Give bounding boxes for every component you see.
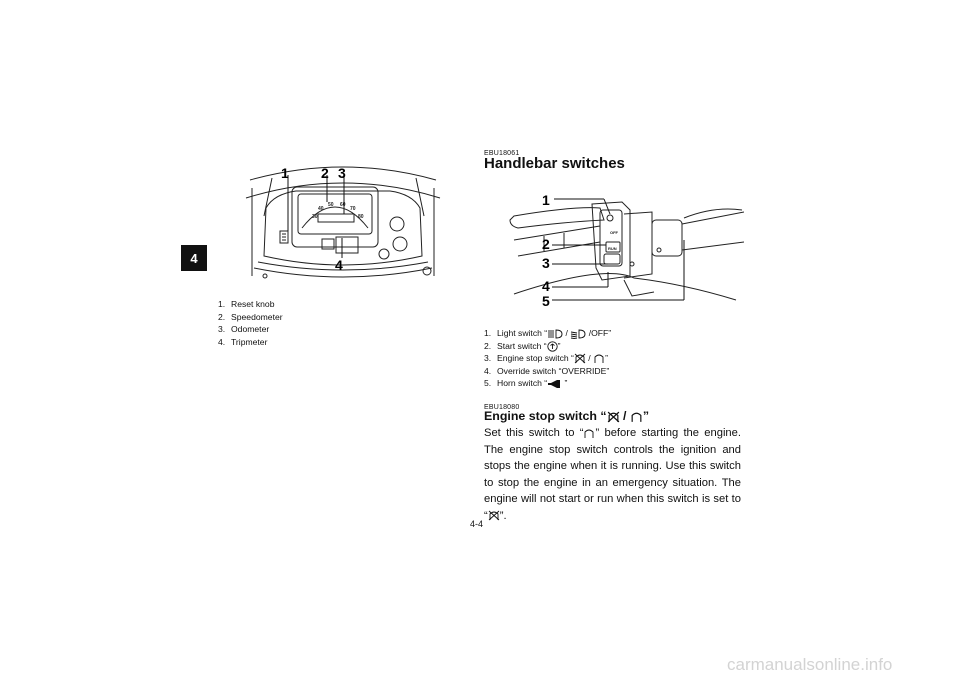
figure-callout: 3 <box>542 255 550 271</box>
watermark: carmanualsonline.info <box>727 655 893 674</box>
caption-item: 4. Override switch “OVERRIDE” <box>484 365 611 378</box>
svg-text:OFF: OFF <box>610 230 619 235</box>
caption-text: / <box>563 328 571 338</box>
caption-item: 2. Start switch “ ” <box>484 340 611 353</box>
body-text-part: ”. <box>499 509 507 522</box>
caption-text: ” <box>605 353 608 364</box>
heading-text: Engine stop switch “ <box>484 409 607 423</box>
caption-number: 5. <box>484 378 492 389</box>
caption-item: 4. Tripmeter <box>218 336 283 349</box>
figure-callout: 4 <box>542 278 550 294</box>
caption-number: 3. <box>218 324 226 335</box>
svg-text:50: 50 <box>328 202 334 208</box>
caption-text: Odometer <box>231 324 270 335</box>
heading-text: ” <box>642 409 650 423</box>
figure-callout: 3 <box>338 165 346 181</box>
heading-text: / <box>619 409 630 423</box>
chapter-tab: 4 <box>181 245 207 271</box>
engine-off-icon <box>488 510 500 521</box>
start-icon <box>547 341 558 352</box>
engine-off-icon <box>574 354 586 364</box>
caption-text: Light switch “ <box>497 328 548 338</box>
handlebar-switches-illustration: OFF RUN 1 2 3 4 5 <box>484 190 745 315</box>
engine-run-icon <box>631 412 642 422</box>
figure-callout: 5 <box>542 293 550 309</box>
svg-text:70: 70 <box>350 206 356 212</box>
subsection-heading: Engine stop switch “ / ” <box>484 409 649 423</box>
section-code: EBU18061 <box>484 150 520 157</box>
caption-item: 3. Engine stop switch “ / ” <box>484 352 611 365</box>
page-number: 4-4 <box>470 519 484 529</box>
high-beam-icon <box>548 329 563 339</box>
caption-text: Speedometer <box>231 311 283 322</box>
svg-text:60: 60 <box>340 202 346 208</box>
svg-text:RUN: RUN <box>608 246 617 251</box>
caption-item: 3. Odometer <box>218 323 283 336</box>
caption-text: / <box>585 353 594 364</box>
caption-number: 2. <box>484 340 492 351</box>
svg-text:40: 40 <box>318 206 324 212</box>
caption-text: Tripmeter <box>231 336 268 347</box>
horn-icon <box>548 380 561 389</box>
instrument-cluster-illustration: 40 50 60 70 30 80 1 2 3 4 <box>244 158 442 283</box>
figure-callout: 1 <box>542 192 550 208</box>
caption-item: 1. Reset knob <box>218 298 283 311</box>
caption-text: Engine stop switch “ <box>497 353 574 364</box>
handlebar-captions: 1. Light switch “ / /OFF” 2. Start switch … <box>484 327 611 390</box>
caption-text: ” <box>562 378 568 389</box>
body-text-part: ” before starting the engine. The engine… <box>484 427 741 522</box>
caption-number: 2. <box>218 311 226 322</box>
svg-text:80: 80 <box>358 214 364 220</box>
low-beam-icon <box>571 329 586 339</box>
figure-callout: 1 <box>281 165 289 181</box>
caption-text: /OFF” <box>586 328 612 338</box>
caption-text: Override switch “OVERRIDE” <box>497 365 610 376</box>
figure-callout: 2 <box>321 165 329 181</box>
caption-number: 3. <box>484 353 492 364</box>
section-heading: Handlebar switches <box>484 155 625 172</box>
subsection-code: EBU18080 <box>484 404 520 411</box>
caption-number: 4. <box>218 336 226 347</box>
engine-stop-description: Set this switch to “” before starting th… <box>484 425 741 524</box>
engine-run-icon <box>594 354 604 364</box>
caption-text: ” <box>557 340 561 351</box>
svg-text:30: 30 <box>312 214 318 220</box>
figure-callout: 2 <box>542 236 550 252</box>
caption-item: 1. Light switch “ / /OFF” <box>484 327 611 340</box>
body-text-part: Set this switch to “ <box>484 427 584 439</box>
caption-number: 4. <box>484 365 492 376</box>
caption-item: 2. Speedometer <box>218 311 283 324</box>
caption-text: Reset knob <box>231 299 275 309</box>
engine-run-icon <box>585 429 594 438</box>
caption-text: Start switch “ <box>497 340 547 351</box>
caption-item: 5. Horn switch “ ” <box>484 377 611 390</box>
caption-number: 1. <box>484 328 492 338</box>
left-figure-captions: 1. Reset knob 2. Speedometer 3. Odometer 4.… <box>218 298 283 348</box>
caption-number: 1. <box>218 299 226 309</box>
figure-callout: 4 <box>335 257 343 273</box>
caption-text: Horn switch “ <box>497 378 548 389</box>
engine-off-icon <box>607 411 619 423</box>
